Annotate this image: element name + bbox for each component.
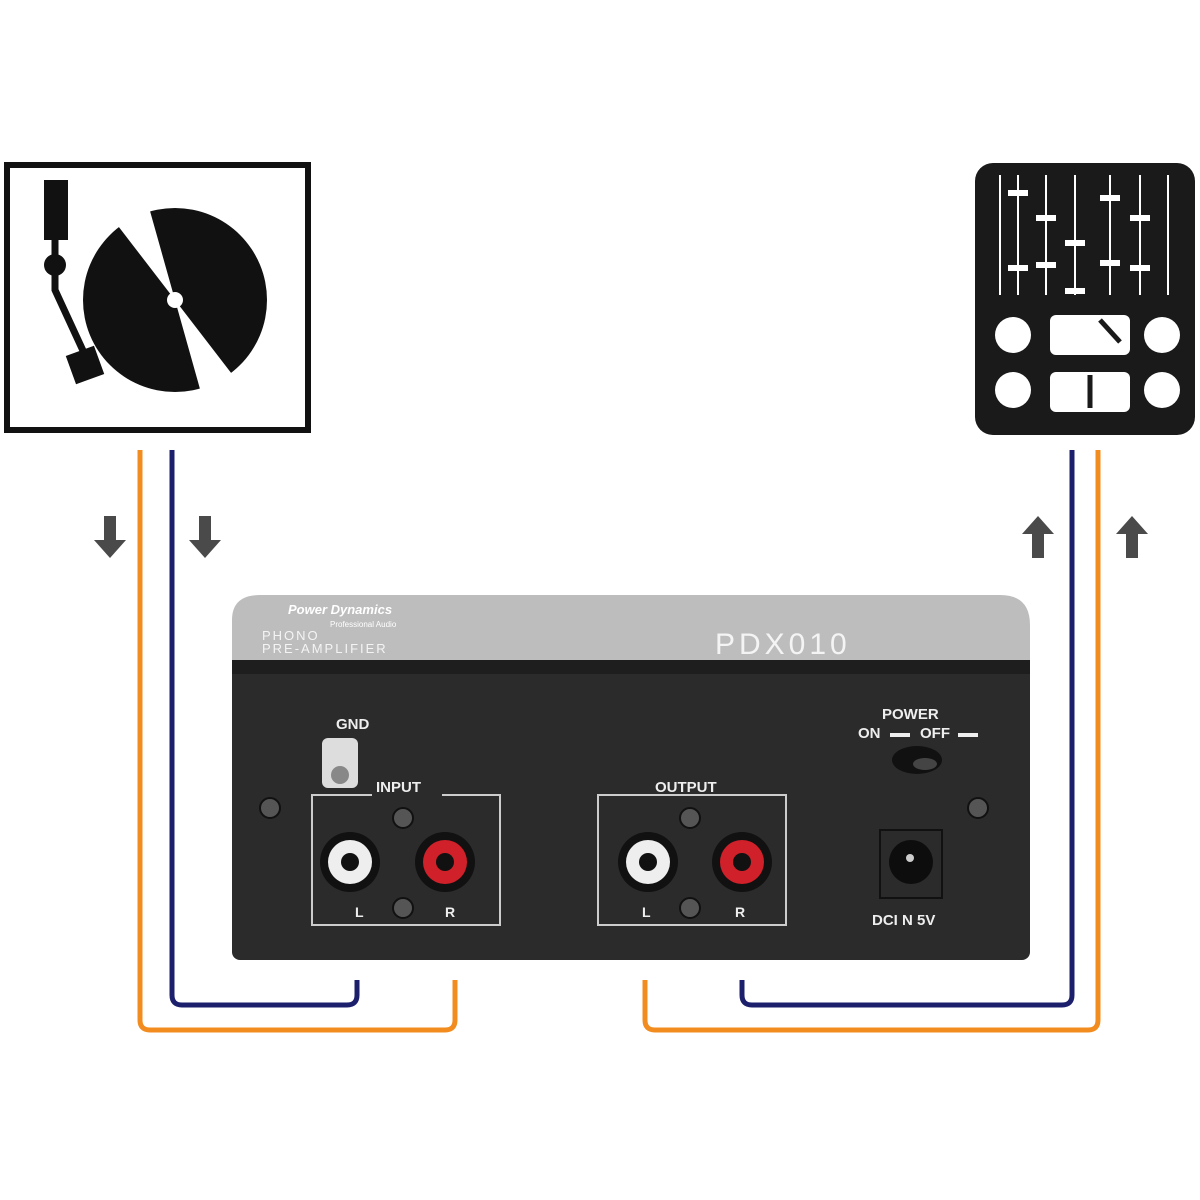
brand-logo: Power Dynamics: [288, 602, 392, 617]
preamp-device: Power Dynamics Professional Audio PHONO …: [232, 595, 1030, 960]
power-switch[interactable]: [892, 746, 942, 774]
arrow-up-icon: [1022, 516, 1054, 558]
dc-input-label: DCI N 5V: [872, 912, 935, 929]
input-left-jack[interactable]: [320, 832, 380, 892]
power-label: POWER: [882, 706, 939, 723]
turntable-icon: [4, 162, 311, 433]
output-left-jack[interactable]: [618, 832, 678, 892]
input-left-cable: [137, 450, 458, 1033]
dc-power-jack[interactable]: [879, 829, 943, 899]
input-right-cable: [169, 450, 360, 1008]
cables: [137, 450, 1101, 1033]
screws: [259, 797, 989, 919]
screw-icon: [967, 797, 989, 819]
screw-icon: [392, 807, 414, 829]
gnd-terminal[interactable]: [322, 738, 358, 788]
input-left-label: L: [355, 904, 364, 920]
arrow-down-icon: [189, 516, 221, 558]
gnd-label: GND: [336, 716, 370, 733]
output-right-label: R: [735, 904, 745, 920]
screw-icon: [679, 807, 701, 829]
output-label: OUTPUT: [655, 779, 717, 796]
power-on-label: ON: [858, 725, 881, 742]
arrow-up-icon: [1116, 516, 1148, 558]
input-right-label: R: [445, 904, 455, 920]
output-left-cable: [642, 450, 1101, 1033]
product-line2: PRE-AMPLIFIER: [262, 641, 388, 656]
mixer-icon: [975, 163, 1195, 435]
output-right-cable: [739, 450, 1075, 1008]
output-left-label: L: [642, 904, 651, 920]
input-label: INPUT: [376, 779, 421, 796]
arrow-down-icon: [94, 516, 126, 558]
brand-subtitle: Professional Audio: [330, 620, 397, 629]
model-name: PDX010: [715, 628, 851, 661]
output-right-jack[interactable]: [712, 832, 772, 892]
screw-icon: [259, 797, 281, 819]
input-right-jack[interactable]: [415, 832, 475, 892]
power-off-label: OFF: [920, 725, 950, 742]
product-line1: PHONO: [262, 628, 320, 643]
screw-icon: [392, 897, 414, 919]
screw-icon: [679, 897, 701, 919]
